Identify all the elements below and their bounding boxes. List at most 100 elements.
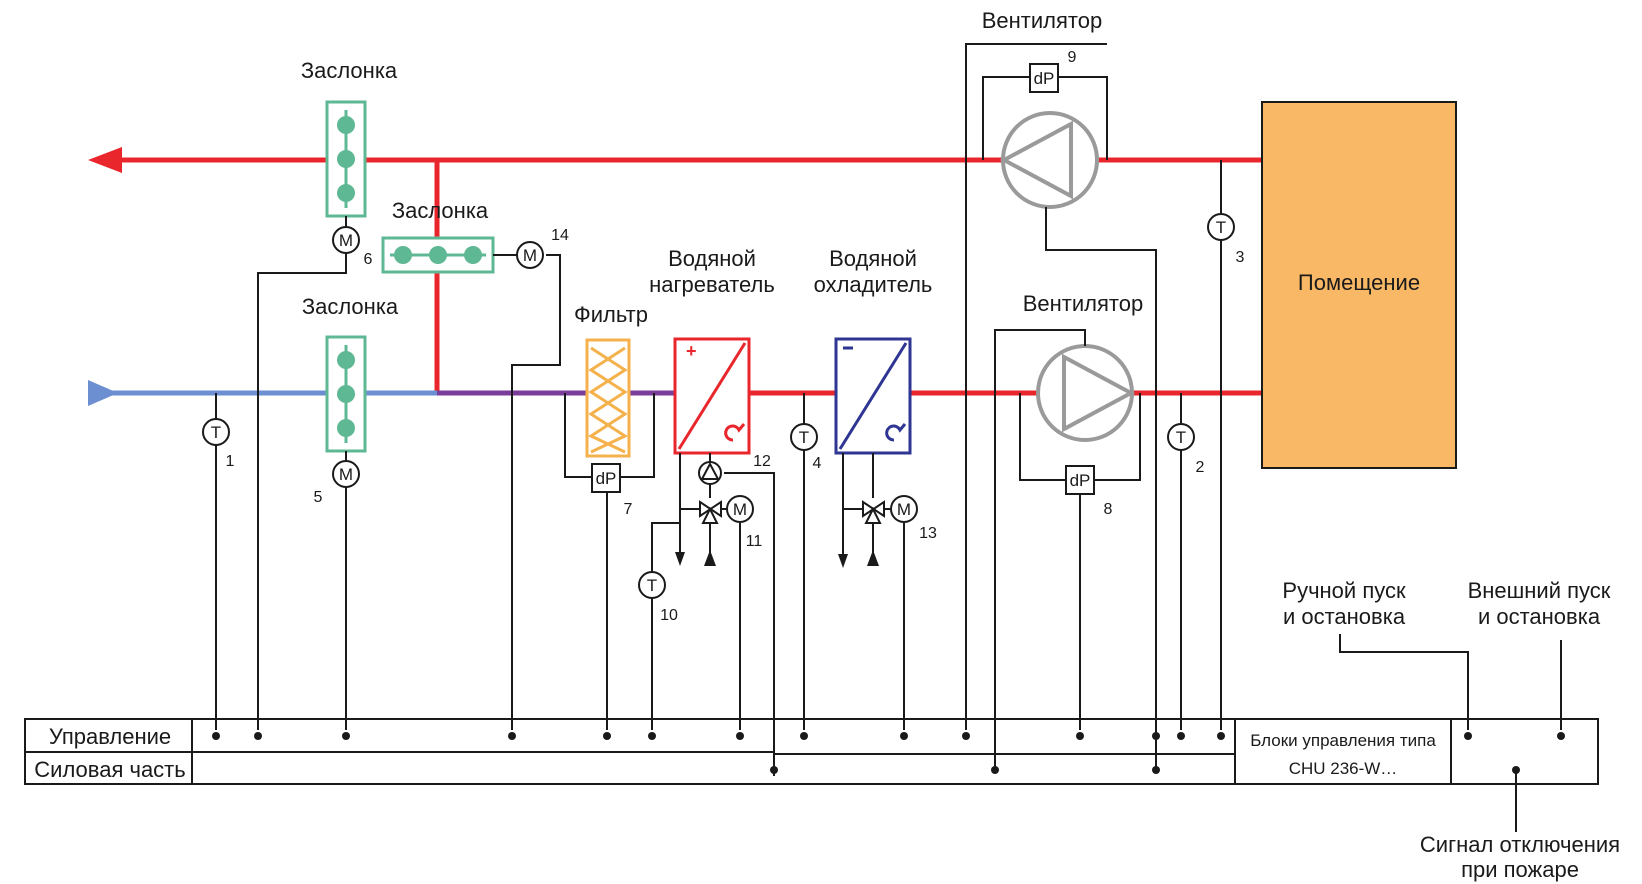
fan-exhaust-label: Вентилятор <box>982 8 1102 33</box>
filter: Фильтр <box>574 302 648 458</box>
heater-plus-sign: + <box>686 341 697 361</box>
manual-line2: и остановка <box>1283 604 1406 629</box>
svg-text:M: M <box>733 500 747 519</box>
svg-text:10: 10 <box>660 607 678 624</box>
svg-text:3: 3 <box>1236 249 1245 266</box>
control-junction <box>212 732 220 740</box>
svg-text:T: T <box>799 428 809 447</box>
manual-line1: Ручной пуск <box>1282 578 1406 603</box>
control-junction <box>1464 732 1472 740</box>
temp-sensor-10: T 10 <box>638 571 678 624</box>
damper-motor-5: M 5 <box>314 460 360 506</box>
control-junction <box>1217 732 1225 740</box>
svg-text:dP: dP <box>1070 471 1091 490</box>
svg-text:5: 5 <box>314 489 323 506</box>
cooler-valve-motor-13: M 13 <box>862 495 937 542</box>
svg-text:M: M <box>339 231 353 250</box>
power-junction <box>1152 766 1160 774</box>
control-junction <box>342 732 350 740</box>
svg-text:4: 4 <box>813 455 822 472</box>
damper-bottom-label: Заслонка <box>302 294 399 319</box>
heater-label-line2: нагреватель <box>649 272 775 297</box>
svg-text:8: 8 <box>1104 501 1113 518</box>
svg-text:11: 11 <box>746 533 763 550</box>
svg-text:M: M <box>523 246 537 265</box>
room-label: Помещение <box>1298 270 1420 295</box>
temp-sensor-4: T 4 <box>790 423 822 472</box>
power-junction <box>770 766 778 774</box>
control-junction <box>1152 732 1160 740</box>
heater-valve-motor-11: M 11 <box>699 495 763 550</box>
exhaust-arrow-left <box>88 147 122 173</box>
circulation-pump-12: 12 <box>698 453 771 485</box>
manual-start-stop: Ручной пуск и остановка <box>1282 578 1406 629</box>
control-units-line2: CHU 236-W… <box>1289 759 1398 778</box>
svg-text:M: M <box>339 465 353 484</box>
cooler-label-line2: охладитель <box>814 272 933 297</box>
svg-text:dP: dP <box>596 469 617 488</box>
damper-motor-6: M 6 <box>332 226 373 268</box>
temp-sensor-3: T 3 <box>1207 213 1245 266</box>
water-heater: + Водяной нагреватель <box>649 246 775 455</box>
svg-text:T: T <box>1216 218 1226 237</box>
svg-text:14: 14 <box>551 227 569 244</box>
svg-text:T: T <box>1176 428 1186 447</box>
svg-text:13: 13 <box>919 525 937 542</box>
svg-text:2: 2 <box>1196 459 1205 476</box>
control-units-line1: Блоки управления типа <box>1250 731 1436 750</box>
damper-middle: Заслонка <box>381 198 495 274</box>
fire-shutdown-signal: Сигнал отключения при пожаре <box>1420 832 1620 882</box>
control-junction <box>648 732 656 740</box>
control-panel: Управление Силовая часть Блоки управлени… <box>24 718 1599 785</box>
external-line2: и остановка <box>1478 604 1601 629</box>
intake-arrow <box>88 380 118 406</box>
control-junction <box>1076 732 1084 740</box>
svg-text:T: T <box>211 423 221 442</box>
control-junction <box>1557 732 1565 740</box>
svg-text:M: M <box>897 500 911 519</box>
svg-text:T: T <box>647 576 657 595</box>
control-junction <box>736 732 744 740</box>
temp-sensor-1: T 1 <box>202 418 235 470</box>
fan-dp-sensor-8: dP 8 <box>1065 465 1113 518</box>
control-row-label: Управление <box>49 724 171 749</box>
svg-text:1: 1 <box>226 453 235 470</box>
cooler-label-line1: Водяной <box>829 246 917 271</box>
fire-line2: при пожаре <box>1461 857 1579 882</box>
svg-text:9: 9 <box>1068 49 1077 66</box>
filter-label: Фильтр <box>574 302 648 327</box>
control-junction <box>254 732 262 740</box>
svg-text:dP: dP <box>1034 69 1055 88</box>
power-row-label: Силовая часть <box>34 757 185 782</box>
damper-bottom: Заслонка <box>302 294 399 453</box>
svg-text:7: 7 <box>624 501 633 518</box>
external-start-stop: Внешний пуск и остановка <box>1468 578 1611 629</box>
power-junction <box>991 766 999 774</box>
fire-line1: Сигнал отключения <box>1420 832 1620 857</box>
heater-label-line1: Водяной <box>668 246 756 271</box>
control-junction <box>508 732 516 740</box>
water-cooler: Водяной охладитель <box>814 246 933 455</box>
temp-sensor-2: T 2 <box>1167 423 1205 476</box>
power-junction <box>1512 766 1520 774</box>
filter-dp-sensor-7: dP 7 <box>591 463 633 518</box>
control-junction <box>1177 732 1185 740</box>
svg-text:12: 12 <box>753 453 771 470</box>
control-junction <box>603 732 611 740</box>
damper-middle-label: Заслонка <box>392 198 489 223</box>
control-junction <box>900 732 908 740</box>
fan-supply: Вентилятор <box>1023 291 1143 442</box>
control-wiring <box>215 43 1562 832</box>
control-junction <box>800 732 808 740</box>
svg-text:6: 6 <box>364 251 373 268</box>
fan-exhaust: Вентилятор <box>982 8 1102 209</box>
fan-supply-label: Вентилятор <box>1023 291 1143 316</box>
fan-dp-sensor-9: dP 9 <box>1029 49 1077 93</box>
control-junction <box>962 732 970 740</box>
external-line1: Внешний пуск <box>1468 578 1611 603</box>
damper-top-label: Заслонка <box>301 58 398 83</box>
room: Помещение <box>1261 101 1457 469</box>
damper-top: Заслонка <box>301 58 398 218</box>
damper-motor-14: M 14 <box>516 227 569 269</box>
